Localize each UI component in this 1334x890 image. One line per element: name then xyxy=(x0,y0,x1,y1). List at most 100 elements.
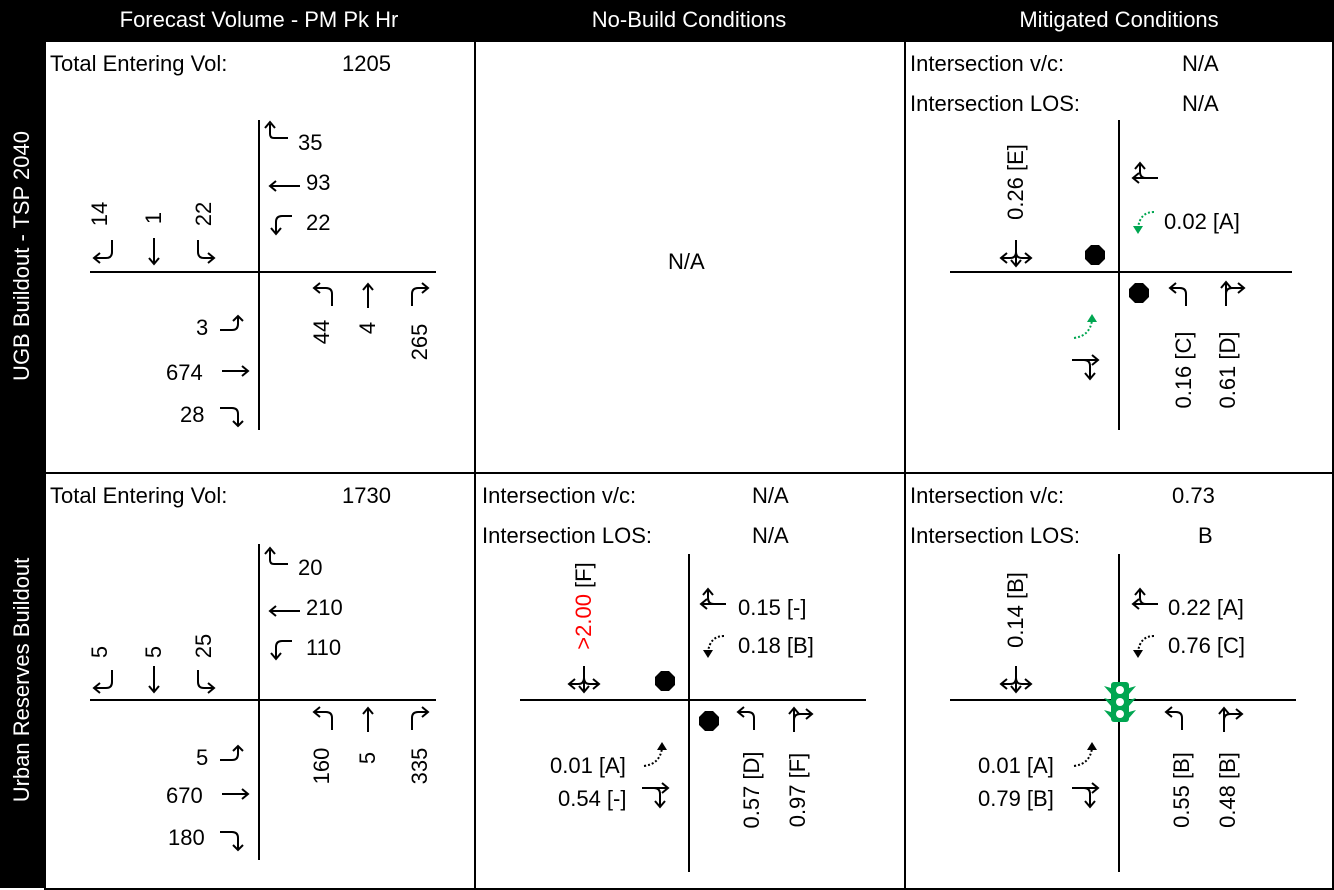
int-los-value: N/A xyxy=(752,523,789,548)
road-ew xyxy=(950,271,1292,273)
south-thru-arrow-icon xyxy=(148,666,160,694)
east-thru-arrow-icon xyxy=(268,605,300,617)
wb-left-vc: 0.01 [A] xyxy=(978,753,1054,778)
eb-right-dotted-icon xyxy=(1133,635,1155,658)
nb-left-arrow-icon xyxy=(1168,282,1187,306)
south-right-arrow-icon xyxy=(197,240,216,264)
north-right-arrow-icon xyxy=(411,706,430,730)
int-los-value: B xyxy=(1198,523,1213,548)
row-header-ugb-label: UGB Buildout - TSP 2040 xyxy=(9,131,34,381)
north-thru-vol: 4 xyxy=(355,321,380,335)
total-entering-label: Total Entering Vol: xyxy=(50,51,228,76)
sb-vc-label: 0.14 [B] xyxy=(1003,572,1028,648)
west-left-vol: 5 xyxy=(196,745,209,770)
north-right-vol: 265 xyxy=(407,323,432,361)
sb-los-value: [F] xyxy=(571,562,596,588)
road-ns xyxy=(258,544,260,860)
eb-thru-vc: 0.22 [A] xyxy=(1168,595,1244,620)
eb-right-dotted-icon xyxy=(703,635,725,658)
int-vc-label: Intersection v/c: xyxy=(482,483,637,508)
total-entering-label: Total Entering Vol: xyxy=(50,483,228,508)
west-left-arrow-icon xyxy=(220,744,244,761)
eb-right-dotted-icon xyxy=(1133,211,1155,234)
eb-right-vc: 0.18 [B] xyxy=(738,633,814,658)
north-right-vol: 335 xyxy=(407,747,432,785)
south-left-vol: 5 xyxy=(87,645,112,659)
west-right-vol: 28 xyxy=(180,402,205,427)
cell-row1-mitigated: Intersection v/c: N/A Intersection LOS: … xyxy=(904,40,1334,474)
eb-thru-left-icon xyxy=(1131,587,1158,610)
nb-left-arrow-icon xyxy=(1164,706,1183,730)
west-left-arrow-icon xyxy=(220,314,244,331)
cell-row2-mitigated: Intersection v/c: 0.73 Intersection LOS:… xyxy=(904,472,1334,890)
west-right-arrow-icon xyxy=(220,407,244,428)
north-thru-arrow-icon xyxy=(362,706,374,732)
wb-thru-right-icon xyxy=(1072,354,1100,381)
nb-thru-right-icon xyxy=(1218,706,1244,732)
nb-right-vc: 0.48 [B] xyxy=(1215,752,1240,828)
int-los-label: Intersection LOS: xyxy=(482,523,652,548)
north-right-arrow-icon xyxy=(411,282,430,306)
west-thru-vol: 674 xyxy=(166,360,203,385)
sb-all-moves-icon xyxy=(999,240,1033,268)
header-forecast: Forecast Volume - PM Pk Hr xyxy=(44,0,474,40)
road-ew xyxy=(90,271,436,273)
west-thru-arrow-icon xyxy=(222,788,250,800)
road-ew xyxy=(520,699,866,701)
east-right-arrow-icon xyxy=(270,640,292,661)
road-ns xyxy=(258,120,260,430)
eb-right-vc: 0.02 [A] xyxy=(1164,209,1240,234)
traffic-signal-icon xyxy=(1104,682,1136,722)
header-corner xyxy=(0,0,44,40)
road-ew xyxy=(90,699,436,701)
cell-row1-forecast: Total Entering Vol: 1205 35 93 22 14 1 2… xyxy=(44,40,476,474)
nb-left-vc: 0.57 [D] xyxy=(739,751,764,829)
east-left-arrow-icon xyxy=(264,120,288,139)
sb-vc-label: >2.00 [F] xyxy=(571,562,596,649)
wb-left-dotted-icon xyxy=(1073,742,1097,767)
east-left-arrow-icon xyxy=(264,546,288,565)
north-left-vol: 160 xyxy=(309,747,334,785)
north-left-arrow-icon xyxy=(312,282,333,306)
nb-left-vc: 0.16 [C] xyxy=(1171,331,1196,409)
north-left-vol: 44 xyxy=(309,319,334,345)
cell-row1-nobuild: N/A xyxy=(474,40,906,474)
west-right-arrow-icon xyxy=(220,831,244,852)
eb-thru-left-icon xyxy=(699,587,726,610)
nb-left-arrow-icon xyxy=(736,706,755,730)
south-thru-vol: 5 xyxy=(141,645,166,659)
wb-left-dotted-icon xyxy=(1073,314,1097,339)
header-nobuild: No-Build Conditions xyxy=(474,0,904,40)
eb-thru-left-icon xyxy=(1131,161,1158,184)
north-thru-vol: 5 xyxy=(355,751,380,765)
west-thru-arrow-icon xyxy=(222,365,250,377)
south-left-arrow-icon xyxy=(92,240,113,264)
stop-sign-icon xyxy=(699,711,719,731)
north-thru-arrow-icon xyxy=(362,282,374,308)
south-left-arrow-icon xyxy=(92,670,113,694)
wb-thru-right-icon xyxy=(1072,782,1100,809)
west-right-vol: 180 xyxy=(168,825,205,850)
wb-thru-right-icon xyxy=(642,782,670,809)
int-los-value: N/A xyxy=(1182,91,1219,116)
nb-right-vc: 0.61 [D] xyxy=(1215,331,1240,409)
south-thru-vol: 1 xyxy=(141,211,166,225)
stop-sign-icon xyxy=(1085,245,1105,265)
south-right-vol: 25 xyxy=(191,633,216,659)
sb-vc-label: 0.26 [E] xyxy=(1003,144,1028,220)
sb-all-moves-icon xyxy=(999,666,1033,694)
eb-right-vc: 0.76 [C] xyxy=(1168,633,1246,658)
cell-row2-forecast: Total Entering Vol: 1730 20 210 110 5 5 … xyxy=(44,472,476,890)
total-entering-value: 1730 xyxy=(342,483,391,508)
east-right-arrow-icon xyxy=(270,215,292,236)
wb-left-dotted-icon xyxy=(643,742,667,767)
east-thru-arrow-icon xyxy=(268,180,300,192)
int-vc-value: N/A xyxy=(1182,51,1219,76)
wb-thru-vc: 0.79 [B] xyxy=(978,786,1054,811)
south-left-vol: 14 xyxy=(87,201,112,227)
road-ns xyxy=(1118,120,1120,430)
int-vc-label: Intersection v/c: xyxy=(910,51,1065,76)
south-right-arrow-icon xyxy=(197,670,216,694)
sb-all-moves-icon xyxy=(567,666,601,694)
stop-sign-icon xyxy=(1129,283,1149,303)
